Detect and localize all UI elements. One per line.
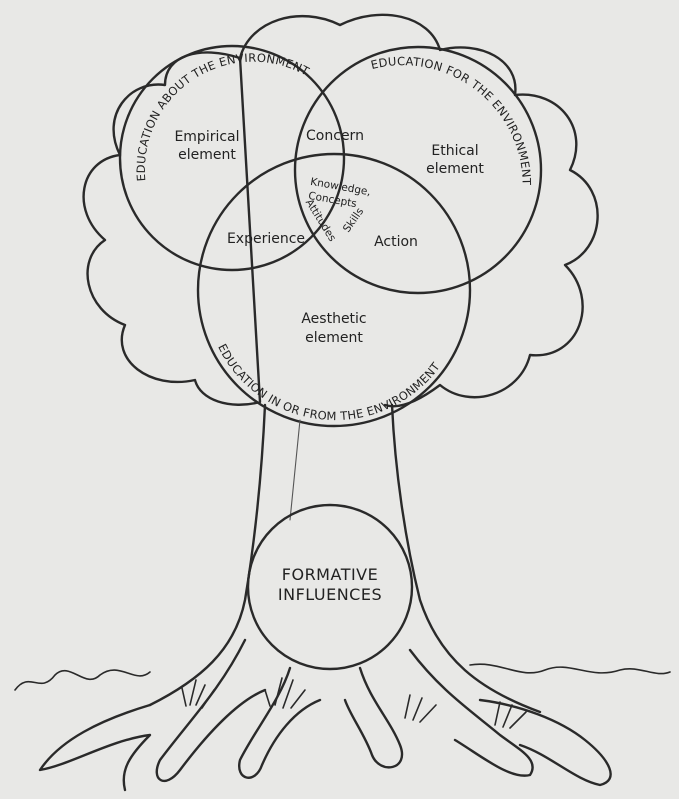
label-experience: Experience (227, 231, 305, 247)
label-empirical-element: element (178, 147, 236, 163)
grass-tuft-1 (181, 679, 215, 709)
canopy-outline (82, 13, 599, 408)
label-ethical: Ethical (431, 143, 478, 159)
label-concern: Concern (306, 128, 364, 144)
trunk-grain (289, 419, 301, 521)
root-6 (478, 698, 612, 787)
trunk-right (390, 403, 542, 714)
ground-right (469, 663, 671, 675)
trunk-left (148, 403, 267, 707)
grass-tuft-3 (404, 694, 437, 723)
label-aesthetic: Aesthetic (301, 311, 366, 327)
label-ethical-element: element (426, 161, 484, 177)
grass-tuft-2 (264, 677, 306, 709)
root-4 (343, 666, 404, 769)
root-3 (238, 666, 322, 779)
circle-empirical (118, 44, 346, 272)
circle-aesthetic (196, 152, 472, 428)
ground-left (14, 669, 151, 691)
label-influences: INFLUENCES (278, 585, 382, 604)
label-aesthetic-element: element (305, 330, 363, 346)
root-5 (408, 648, 534, 777)
label-empirical: Empirical (174, 129, 239, 145)
grass-tuft-4 (494, 701, 527, 729)
label-formative: FORMATIVE (282, 565, 378, 584)
label-action: Action (374, 234, 418, 250)
circle-ethical (293, 45, 543, 295)
circle-formative-influences (246, 503, 414, 671)
root-1 (38, 703, 152, 792)
